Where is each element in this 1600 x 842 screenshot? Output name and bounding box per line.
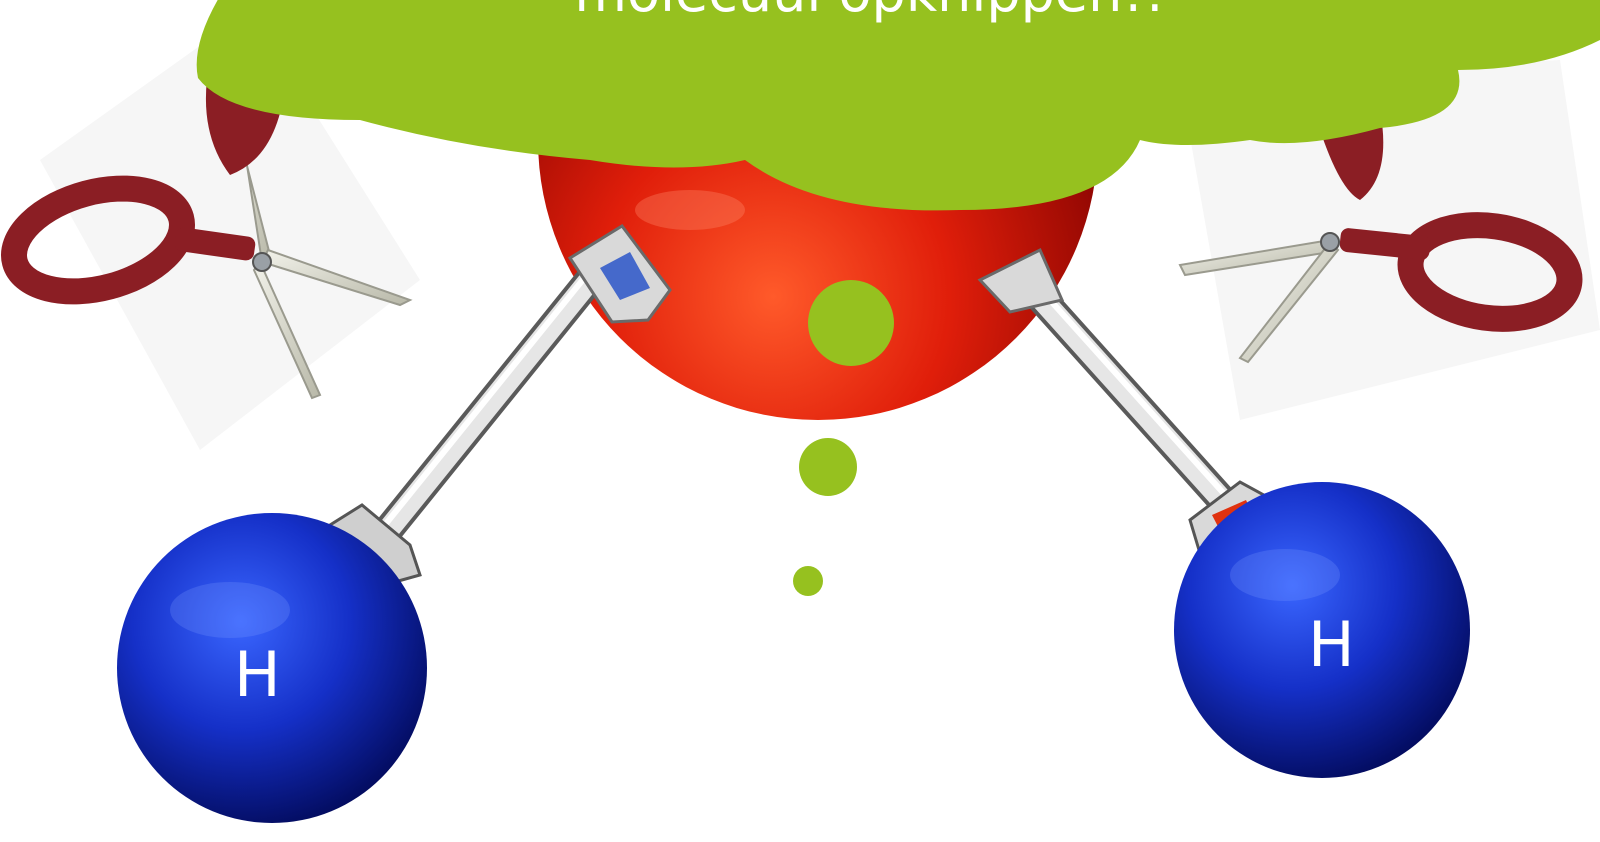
hydrogen-atom-left: [117, 513, 427, 823]
hydrogen-atom-right: [1174, 482, 1470, 778]
scissors-icon: [1178, 90, 1583, 364]
thought-dot-small: [793, 566, 823, 596]
hydrogen-label-right: H: [1308, 608, 1355, 681]
hydrogen-label-left: H: [234, 638, 281, 711]
scissors-shadow-left: [40, 10, 420, 450]
thought-dot-medium: [799, 438, 857, 496]
bond-left: [327, 224, 672, 587]
thought-dot-large: [808, 280, 894, 366]
cloud-message: molecuul opknippen!!: [330, 0, 1410, 28]
thought-cloud: [196, 0, 1600, 211]
